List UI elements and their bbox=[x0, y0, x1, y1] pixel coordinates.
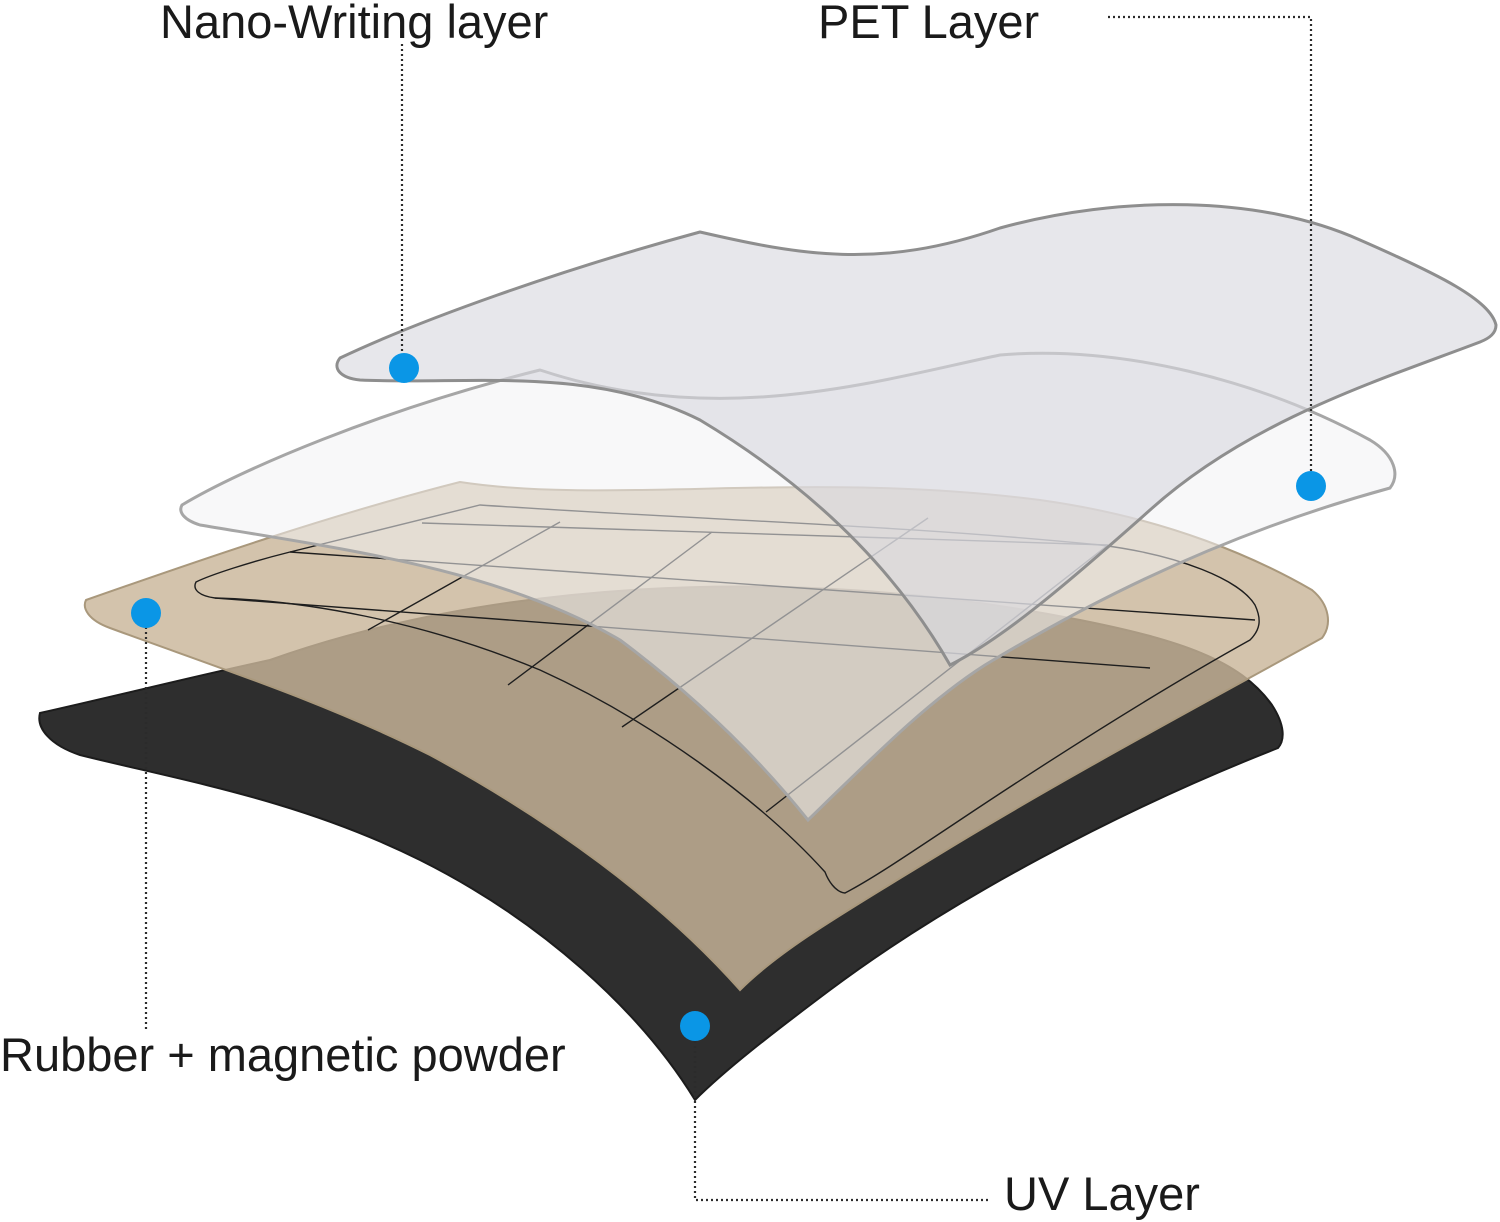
label-pet: PET Layer bbox=[818, 0, 1039, 48]
label-uv: UV Layer bbox=[1004, 1167, 1200, 1220]
marker-uv bbox=[680, 1011, 710, 1041]
leader-uv bbox=[693, 1026, 990, 1202]
marker-rubber bbox=[131, 598, 161, 628]
label-rubber: Rubber + magnetic powder bbox=[0, 1028, 566, 1081]
marker-nano-writing bbox=[389, 353, 419, 383]
label-nano-writing: Nano-Writing layer bbox=[160, 0, 548, 48]
marker-pet bbox=[1296, 471, 1326, 501]
nano-writing-film-layer bbox=[335, 203, 1498, 667]
leader-pet bbox=[1108, 15, 1313, 486]
